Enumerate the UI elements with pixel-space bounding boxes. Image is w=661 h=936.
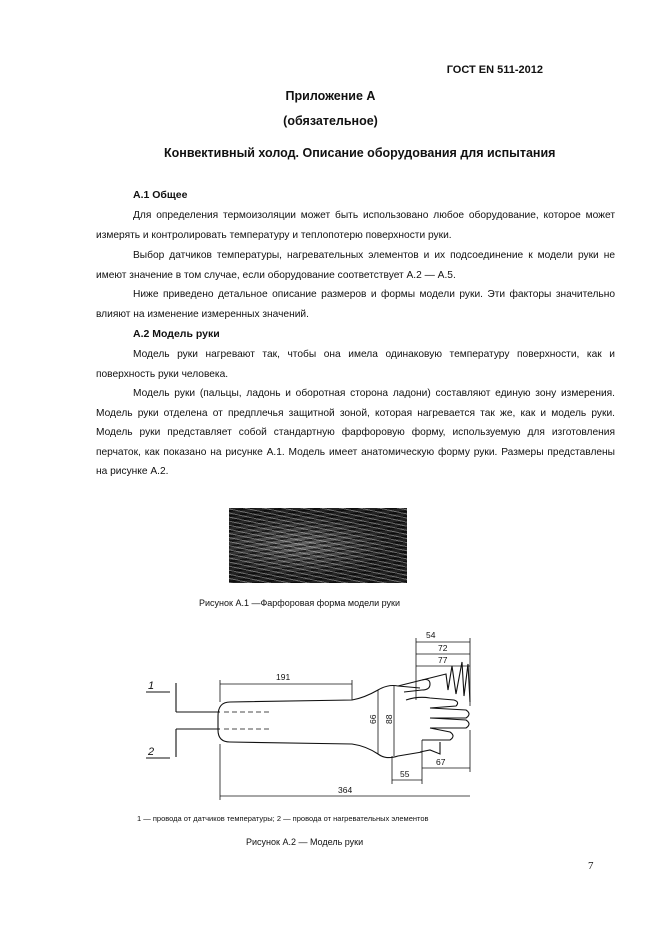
porcelain-hand-photo (229, 508, 407, 583)
paragraph: Выбор датчиков температуры, нагревательн… (96, 250, 615, 281)
figure-a2-legend: 1 — провода от датчиков температуры; 2 —… (137, 814, 429, 823)
paragraph: Ниже приведено детальное описание размер… (96, 289, 615, 320)
dim-88: 88 (384, 714, 394, 724)
paragraph: Модель руки нагревают так, чтобы она име… (96, 349, 615, 380)
figure-a1-caption: Рисунок А.1 —Фарфоровая форма модели рук… (199, 598, 400, 608)
dim-77: 77 (438, 655, 448, 665)
appendix-title: Приложение А (285, 89, 376, 103)
section-heading-hand-model: А.2 Модель руки (133, 328, 220, 340)
dim-191: 191 (276, 672, 290, 682)
page-number: 7 (588, 860, 594, 872)
section-heading-general: А.1 Общее (133, 189, 188, 201)
standard-header: ГОСТ EN 511-2012 (446, 64, 543, 76)
hand-model-drawing: 1 2 54 72 77 191 66 88 67 55 364 (146, 630, 471, 800)
paragraph: Для определения термоизоляции может быть… (96, 210, 615, 241)
dim-55: 55 (400, 769, 410, 779)
callout-1: 1 (148, 680, 154, 692)
callout-2: 2 (147, 746, 154, 758)
dim-364: 364 (338, 785, 352, 795)
document-title: Конвективный холод. Описание оборудовани… (164, 146, 556, 160)
dim-54: 54 (426, 630, 436, 640)
dim-67: 67 (436, 757, 446, 767)
appendix-status: (обязательное) (283, 114, 378, 128)
figure-a2-caption: Рисунок А.2 — Модель руки (246, 837, 364, 847)
paragraph: Модель руки (пальцы, ладонь и оборотная … (96, 388, 615, 477)
dim-66: 66 (368, 714, 378, 724)
dim-72: 72 (438, 643, 448, 653)
